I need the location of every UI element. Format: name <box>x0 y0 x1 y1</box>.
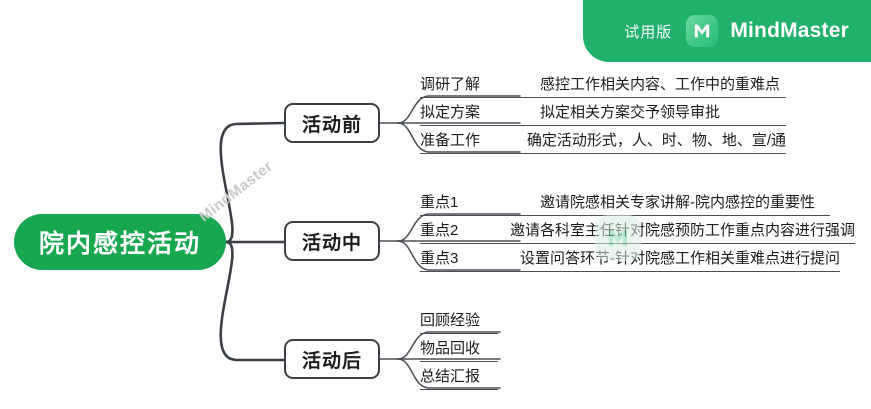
branch-node-label: 活动中 <box>301 232 362 254</box>
leaf-row[interactable]: 物品回收 <box>420 332 498 362</box>
leaf-title: 拟定方案 <box>420 104 481 121</box>
leaf-title: 物品回收 <box>420 340 481 357</box>
leaf-title: 重点3 <box>420 250 459 267</box>
leaf-row[interactable]: 重点1 邀请院感相关专家讲解-院内感控的重要性 <box>420 186 830 216</box>
branch-node-label: 活动前 <box>301 114 362 136</box>
leaf-row[interactable]: 重点2 邀请各科室主任针对院感预防工作重点内容进行强调 <box>420 214 855 244</box>
leaf-title-cell: 重点1 <box>420 195 540 215</box>
branch-node-after[interactable]: 活动后 <box>284 339 380 379</box>
leaf-desc: 确定活动形式，人、时、物、地、宣/通 <box>526 132 786 149</box>
leaf-title: 重点2 <box>420 222 459 239</box>
leaf-title-cell: 重点3 <box>420 251 520 271</box>
leaf-title: 回顾经验 <box>420 312 481 329</box>
leaf-title-cell: 重点2 <box>420 223 510 243</box>
brand-name: MindMaster <box>730 19 849 42</box>
branch-node-during[interactable]: 活动中 <box>284 221 380 261</box>
leaf-title: 总结汇报 <box>420 368 481 385</box>
leaf-row[interactable]: 调研了解 感控工作相关内容、工作中的重难点 <box>420 68 786 98</box>
leaf-desc: 感控工作相关内容、工作中的重难点 <box>540 76 781 93</box>
leaf-row[interactable]: 拟定方案 拟定相关方案交予领导审批 <box>420 96 786 126</box>
leaf-desc: 邀请院感相关专家讲解-院内感控的重要性 <box>540 194 815 211</box>
branch-node-before[interactable]: 活动前 <box>284 103 380 143</box>
leaf-row[interactable]: 回顾经验 <box>420 304 498 334</box>
leaf-row[interactable]: 重点3 设置问答环节-针对院感工作相关重难点进行提问 <box>420 242 840 272</box>
leaf-row[interactable]: 总结汇报 <box>420 360 498 390</box>
root-node-label: 院内感控活动 <box>38 230 201 258</box>
leaf-title: 调研了解 <box>420 76 481 93</box>
leaf-title-cell: 拟定方案 <box>420 105 540 125</box>
leaf-desc: 邀请各科室主任针对院感预防工作重点内容进行强调 <box>509 222 855 239</box>
mindmaster-logo-icon <box>686 15 719 47</box>
brand-badge: 试用版 MindMaster <box>583 0 871 62</box>
leaf-title: 重点1 <box>420 194 459 211</box>
leaf-title-cell: 调研了解 <box>420 77 540 97</box>
leaf-row[interactable]: 准备工作 确定活动形式，人、时、物、地、宣/通 <box>420 124 786 154</box>
leaf-title-cell: 准备工作 <box>420 133 527 153</box>
root-node[interactable]: 院内感控活动 <box>14 214 226 270</box>
trial-label: 试用版 <box>624 23 673 41</box>
branch-node-label: 活动后 <box>301 350 362 372</box>
leaf-desc: 拟定相关方案交予领导审批 <box>540 104 721 121</box>
leaf-desc: 设置问答环节-针对院感工作相关重难点进行提问 <box>520 250 840 267</box>
leaf-title: 准备工作 <box>420 132 481 149</box>
